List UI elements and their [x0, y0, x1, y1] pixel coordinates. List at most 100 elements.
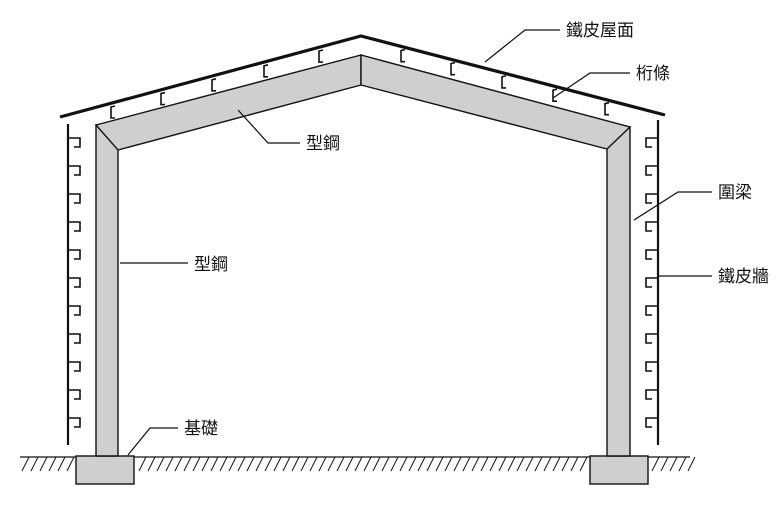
leader-foundation: [127, 427, 178, 456]
hatch-stroke: [273, 456, 282, 472]
girt-left: [68, 277, 81, 288]
hatch-stroke: [579, 456, 588, 472]
hatch-stroke: [282, 456, 291, 472]
label-foundation: 基礎: [184, 419, 218, 439]
girt-left: [68, 165, 81, 176]
leader-steel-beam: [237, 109, 300, 144]
ground-hatch: [21, 456, 696, 472]
hatch-stroke: [687, 456, 696, 472]
steel-rafter-right: [360, 54, 632, 150]
hatch-stroke: [435, 456, 444, 472]
girt-left: [68, 249, 81, 260]
hatch-stroke: [462, 456, 471, 472]
hatch-stroke: [30, 456, 39, 472]
steel-column-right: [606, 121, 631, 457]
steel-column-left: [95, 120, 119, 457]
purlin-clip: [318, 49, 324, 63]
girt-right: [645, 361, 658, 372]
hatch-stroke: [516, 456, 525, 472]
hatch-stroke: [426, 456, 435, 472]
hatch-stroke: [336, 456, 345, 472]
girt-right: [645, 137, 658, 148]
hatch-stroke: [363, 456, 372, 472]
girts: [68, 137, 658, 428]
hatch-stroke: [561, 456, 570, 472]
ground: [20, 456, 696, 472]
girt-left: [68, 305, 81, 316]
hatch-stroke: [525, 456, 534, 472]
purlin-clip: [211, 78, 217, 92]
label-wall-sheet: 鐵皮牆: [718, 267, 769, 287]
purlin-clip: [501, 75, 507, 89]
girt-right: [645, 277, 658, 288]
hatch-stroke: [453, 456, 462, 472]
hatch-stroke: [228, 456, 237, 472]
roof-sheet: [59, 34, 666, 119]
label-steel-column: 型鋼: [194, 255, 228, 275]
girt-left: [68, 389, 81, 400]
girt-right: [645, 417, 658, 428]
hatch-stroke: [309, 456, 318, 472]
hatch-stroke: [507, 456, 516, 472]
hatch-stroke: [381, 456, 390, 472]
hatch-stroke: [147, 456, 156, 472]
girt-left: [68, 193, 81, 204]
girt-right: [645, 165, 658, 176]
hatch-stroke: [678, 456, 687, 472]
hatch-stroke: [39, 456, 48, 472]
hatch-stroke: [255, 456, 264, 472]
girt-left: [68, 333, 81, 344]
hatch-stroke: [498, 456, 507, 472]
hatch-stroke: [399, 456, 408, 472]
girt-left: [68, 417, 81, 428]
label-purlin: 桁條: [636, 64, 670, 84]
girt-left: [68, 361, 81, 372]
purlin-clip: [400, 48, 406, 63]
hatch-stroke: [237, 456, 246, 472]
hatch-stroke: [165, 456, 174, 472]
girt-left: [68, 221, 81, 232]
hatch-stroke: [66, 456, 75, 472]
label-steel-beam: 型鋼: [306, 134, 340, 154]
hatch-stroke: [318, 456, 327, 472]
hatch-stroke: [156, 456, 165, 472]
label-ring-beam: 圍梁: [718, 183, 752, 203]
hatch-stroke: [480, 456, 489, 472]
hatch-stroke: [183, 456, 192, 472]
hatch-stroke: [21, 456, 30, 472]
hatch-stroke: [210, 456, 219, 472]
label-roof-sheet: 鐵皮屋面: [566, 21, 634, 41]
leader-purlin: [552, 72, 630, 99]
hatch-stroke: [174, 456, 183, 472]
hatch-stroke: [651, 456, 660, 472]
hatch-stroke: [489, 456, 498, 472]
girt-right: [645, 193, 658, 204]
hatch-stroke: [201, 456, 210, 472]
girt-right: [645, 249, 658, 260]
girt-left: [68, 137, 81, 148]
foundation-left: [75, 455, 135, 485]
hatch-stroke: [291, 456, 300, 472]
hatch-stroke: [57, 456, 66, 472]
purlins: [110, 48, 610, 119]
hatch-stroke: [354, 456, 363, 472]
purlin-clip: [160, 91, 166, 106]
purlin-clip: [110, 105, 116, 119]
purlin-clip: [552, 88, 558, 102]
hatch-stroke: [543, 456, 552, 472]
hatch-stroke: [534, 456, 543, 472]
hatch-stroke: [138, 456, 147, 472]
girt-right: [645, 221, 658, 232]
purlin-clip: [604, 101, 610, 116]
hatch-stroke: [390, 456, 399, 472]
leader-ring-beam: [633, 191, 712, 221]
hatch-stroke: [372, 456, 381, 472]
hatch-stroke: [552, 456, 561, 472]
hatch-stroke: [660, 456, 669, 472]
hatch-stroke: [408, 456, 417, 472]
hatch-stroke: [570, 456, 579, 472]
purlin-clip: [263, 64, 269, 78]
leader-roof-sheet: [484, 29, 560, 63]
hatch-stroke: [219, 456, 228, 472]
